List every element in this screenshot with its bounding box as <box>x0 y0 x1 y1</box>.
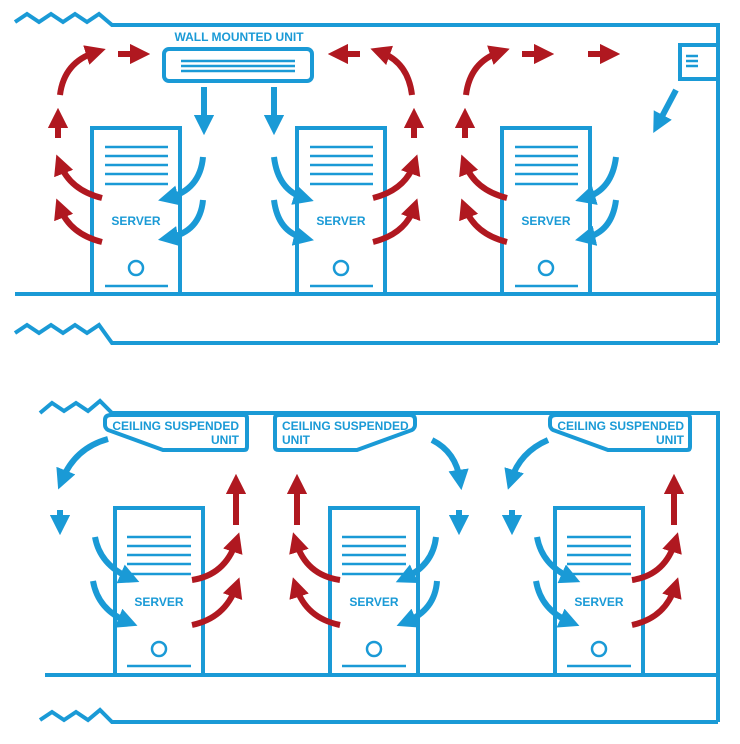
server-3: SERVER <box>500 126 592 296</box>
unit-label-line2: UNIT <box>282 433 311 447</box>
unit-label-line1: CEILING SUSPENDED <box>112 419 239 433</box>
server-label: SERVER <box>111 214 160 228</box>
wall-unit-label: WALL MOUNTED UNIT <box>174 30 304 44</box>
server-label: SERVER <box>316 214 365 228</box>
server-2: SERVER <box>295 126 387 296</box>
unit-label-line2: UNIT <box>211 433 240 447</box>
ceiling-unit-1: CEILING SUSPENDED UNIT <box>103 413 249 452</box>
server-2: SERVER <box>328 506 420 677</box>
server-label: SERVER <box>349 595 398 609</box>
unit-label-line1: CEILING SUSPENDED <box>557 419 684 433</box>
ceiling-unit-2: CEILING SUSPENDED UNIT <box>273 413 417 452</box>
lower-break-line <box>38 707 718 724</box>
server-3: SERVER <box>553 506 645 677</box>
server-label: SERVER <box>574 595 623 609</box>
server-1: SERVER <box>90 126 182 296</box>
top-panel: WALL MOUNTED UNIT SERVER SERVER <box>13 11 720 345</box>
hot-air-arrows <box>191 473 685 628</box>
server-label: SERVER <box>521 214 570 228</box>
wall-mounted-unit <box>162 47 314 83</box>
ceiling-break-line <box>38 398 720 722</box>
small-wall-unit <box>678 43 720 81</box>
server-label: SERVER <box>134 595 183 609</box>
unit-label-line1: CEILING SUSPENDED <box>282 419 409 433</box>
ceiling-unit-3: CEILING SUSPENDED UNIT <box>548 413 692 452</box>
hot-air-arrows <box>47 43 621 245</box>
unit-label-line2: UNIT <box>656 433 685 447</box>
lower-break-line <box>13 322 718 345</box>
cool-air-arrows <box>157 87 679 247</box>
server-1: SERVER <box>113 506 205 677</box>
bottom-panel: CEILING SUSPENDED UNIT CEILING SUSPENDED… <box>38 398 720 724</box>
cool-air-arrows <box>49 436 581 628</box>
ceiling-break-line <box>13 11 720 343</box>
